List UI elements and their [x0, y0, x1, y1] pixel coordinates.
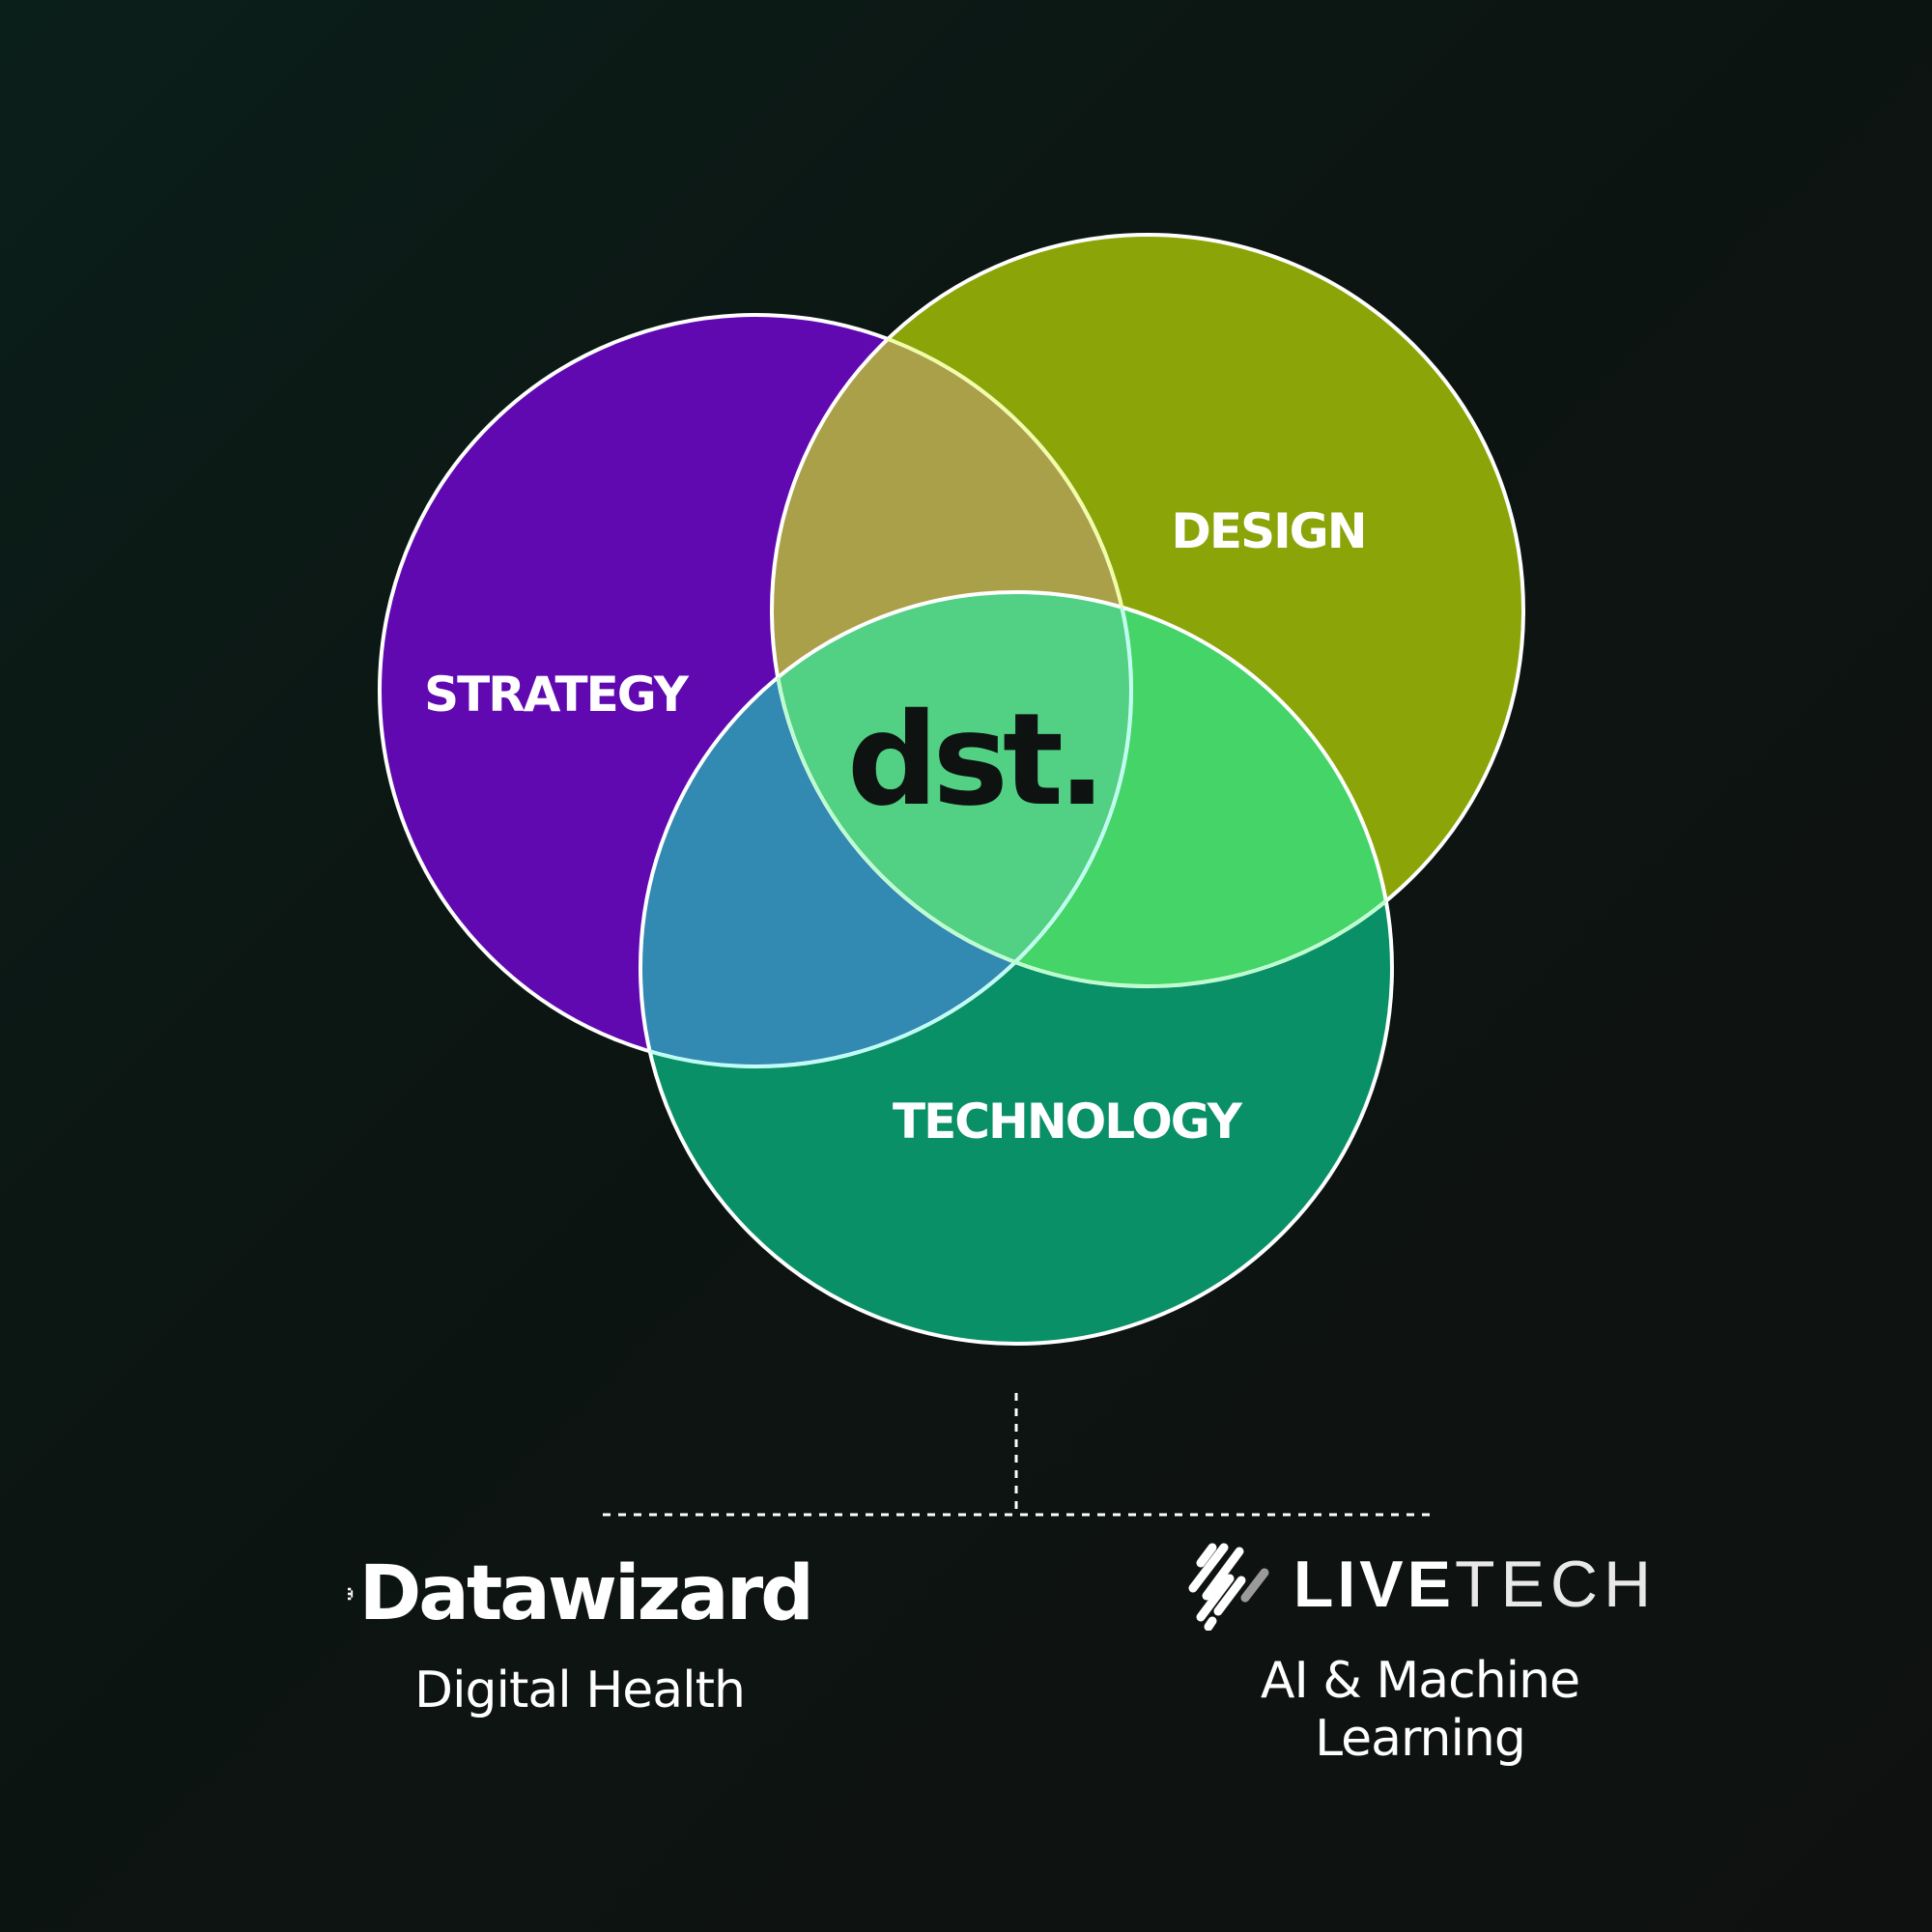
datawizard-logo: Datawizard: [348, 1546, 814, 1642]
livetech-logo-text-live: LIVE: [1293, 1548, 1456, 1621]
company-datawizard: Datawizard Digital Health: [348, 1546, 814, 1719]
dst-center-logo: dst.: [847, 686, 1100, 835]
datawizard-logo-text: Datawizard: [358, 1550, 814, 1637]
datawizard-caption: Digital Health: [414, 1662, 746, 1719]
technology-outline: [639, 590, 1394, 1346]
livetech-mark-icon: [1188, 1543, 1269, 1631]
venn-diagram: STRATEGY DESIGN TECHNOLOGY dst.: [378, 233, 1525, 1346]
design-label: DESIGN: [1171, 503, 1365, 559]
datawizard-mark-icon: [348, 1587, 354, 1601]
technology-label: TECHNOLOGY: [893, 1094, 1243, 1150]
livetech-logo-text-tech: TECH: [1455, 1548, 1658, 1621]
livetech-caption: AI & Machine Learning: [1260, 1652, 1580, 1768]
strategy-label: STRATEGY: [424, 667, 690, 723]
